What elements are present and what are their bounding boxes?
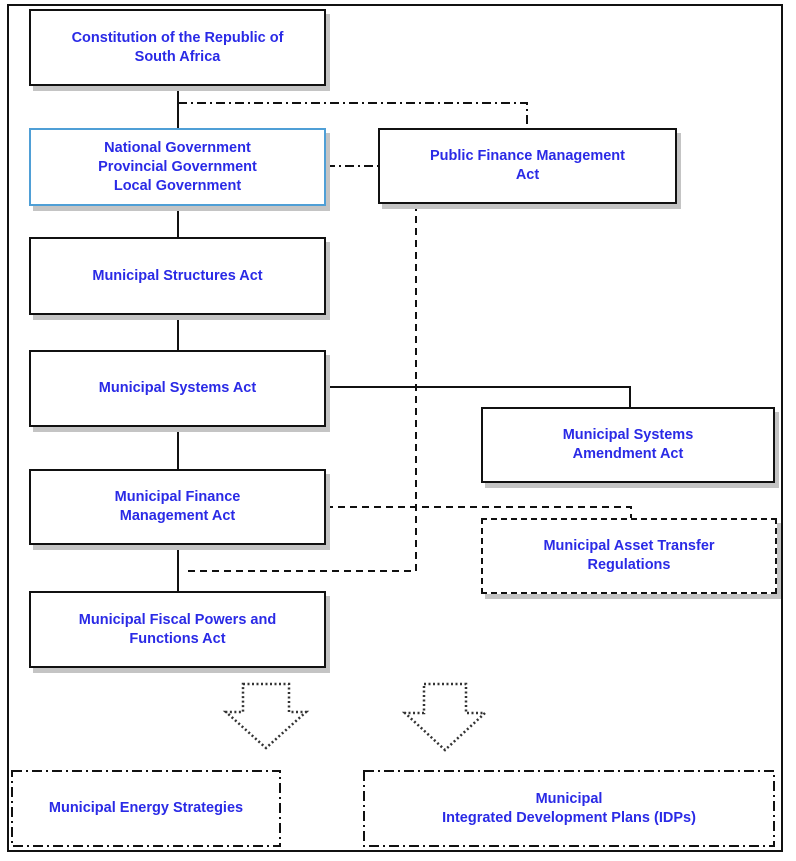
fiscal-powers-line-1: Municipal Fiscal Powers and — [78, 611, 277, 628]
structures-act-line-1: Municipal Structures Act — [92, 267, 263, 284]
structures-act-box: Municipal Structures Act — [29, 237, 326, 315]
down-arrow-energy — [222, 682, 310, 750]
idps-line-2: Integrated Development Plans (IDPs) — [442, 809, 696, 826]
idps-outline — [363, 770, 775, 847]
constitution-line-1: Constitution of the Republic of — [71, 29, 284, 46]
mfma-line-2: Management Act — [119, 508, 236, 524]
asset-transfer-line-1: Municipal Asset Transfer — [543, 538, 715, 554]
fiscal-powers-line-2: Functions Act — [129, 630, 226, 647]
systems-amendment-line-1: Municipal Systems — [562, 427, 694, 443]
pfma-line-2: Act — [515, 167, 540, 183]
connector-constitution-pfma — [178, 102, 528, 128]
government-line-3: Local Government — [113, 177, 242, 194]
constitution-box: Constitution of the Republic of South Afr… — [29, 9, 326, 86]
asset-transfer-line-2: Regulations — [587, 557, 671, 573]
connector-mfma-asset-transfer — [326, 506, 632, 518]
energy-strategies-box: Municipal Energy Strategies — [12, 771, 280, 846]
idps-line-1: Municipal — [535, 790, 603, 807]
systems-amendment-line-2: Amendment Act — [572, 446, 684, 462]
pfma-line-1: Public Finance Management — [430, 148, 625, 164]
constitution-line-2: South Africa — [134, 48, 221, 65]
mfma-line-1: Municipal Finance — [114, 489, 241, 505]
government-line-2: Provincial Government — [98, 158, 257, 175]
connector-pfma-mfma — [186, 204, 417, 572]
energy-strategies-outline — [11, 770, 281, 847]
down-arrow-idps — [401, 682, 489, 752]
connector-systems-amendment — [326, 386, 631, 407]
systems-act-line-1: Municipal Systems Act — [98, 380, 257, 396]
government-line-1: National Government — [104, 139, 251, 156]
energy-strategies-line-1: Municipal Energy Strategies — [48, 800, 244, 816]
systems-act-box: Municipal Systems Act — [29, 350, 326, 427]
